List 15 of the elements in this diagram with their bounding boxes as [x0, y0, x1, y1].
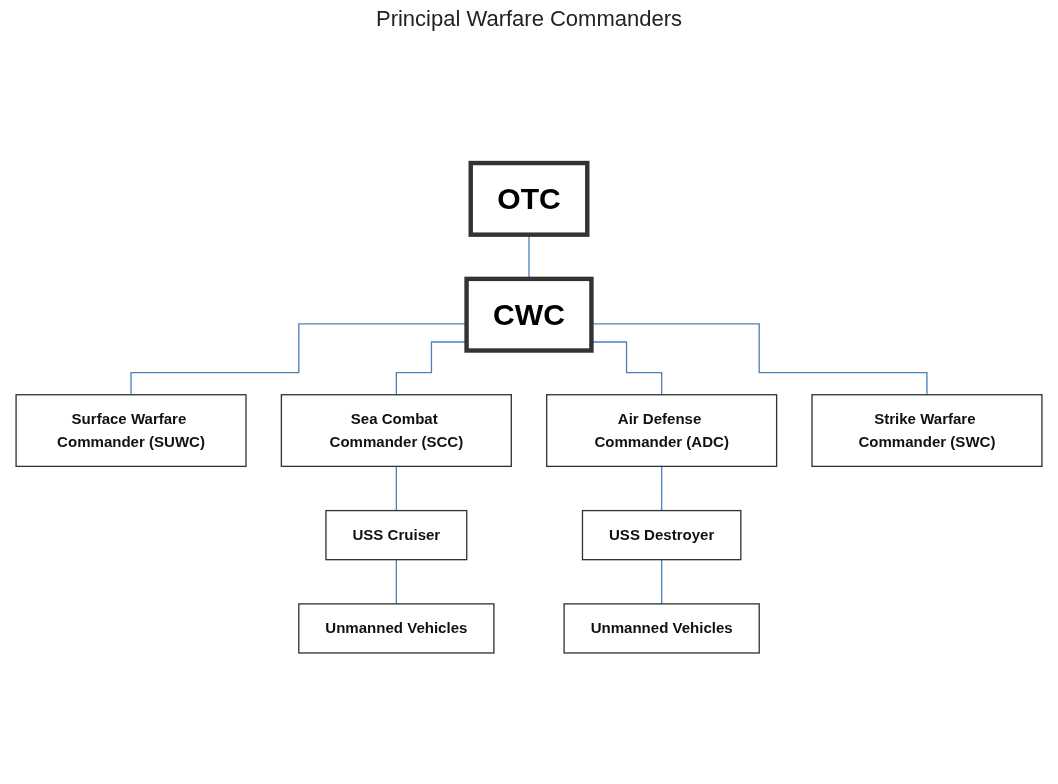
connector — [395, 559, 397, 605]
node-box: Air Defense Commander (ADC) — [546, 394, 778, 468]
node-box: USS Destroyer — [581, 509, 742, 561]
node-box: CWC — [464, 276, 594, 353]
node-box: Surface Warfare Commander (SUWC) — [15, 394, 247, 468]
connector — [661, 465, 663, 512]
node-box: OTC — [468, 160, 590, 237]
connector — [395, 465, 397, 512]
node-box: Strike Warfare Commander (SWC) — [811, 394, 1043, 468]
node-box: Sea Combat Commander (SCC) — [280, 394, 512, 468]
node-box: USS Cruiser — [325, 509, 468, 561]
node-box: Unmanned Vehicles — [298, 603, 495, 654]
node-box: Unmanned Vehicles — [563, 603, 760, 654]
connector — [661, 559, 663, 605]
group-heading: Principal Warfare Commanders — [375, 6, 683, 31]
